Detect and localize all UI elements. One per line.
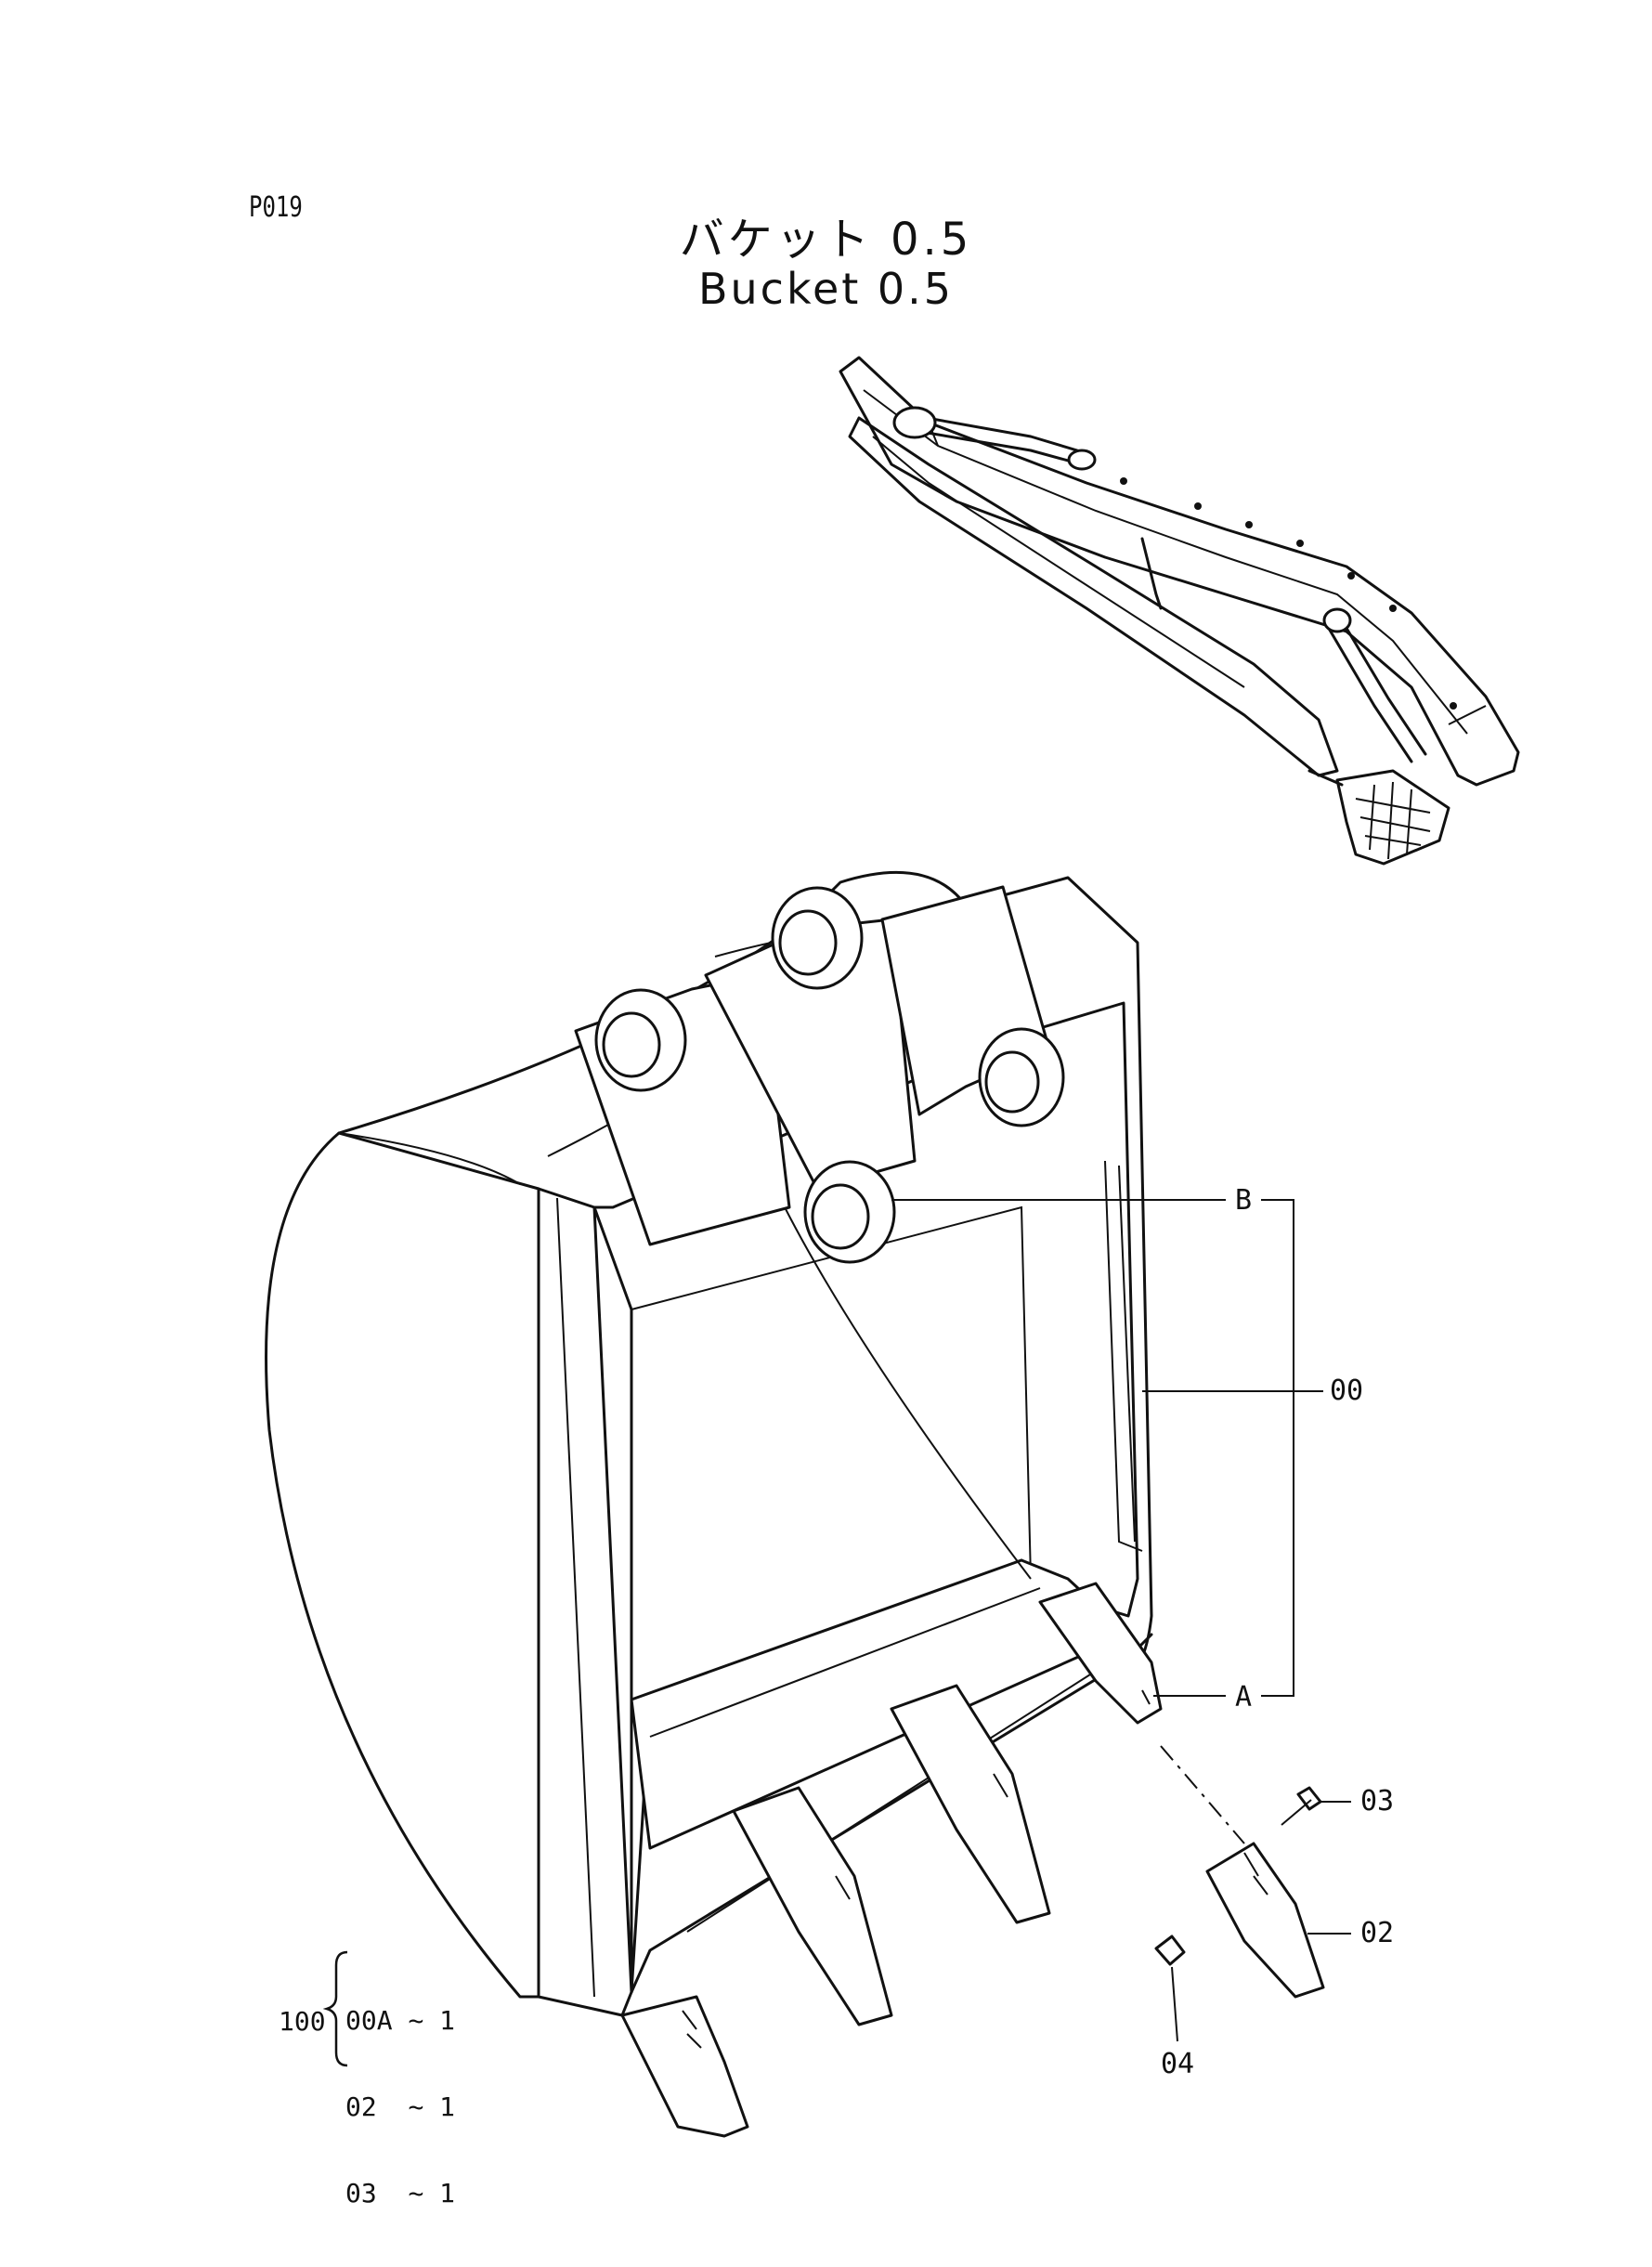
kit-row: 00A ~ 1 — [345, 2005, 456, 2036]
kit-list: 100 00A ~ 1 02 ~ 1 03 ~ 1 04 ~ 1 — [279, 1948, 455, 2267]
kit-number: 100 — [279, 2006, 326, 2037]
kit-row: 02 ~ 1 — [345, 2091, 456, 2122]
title-english: Bucket 0.5 — [697, 264, 955, 314]
page-code: P019 — [249, 191, 303, 224]
kit-brace — [323, 1950, 348, 2067]
callout-03: 03 — [1360, 1785, 1395, 1818]
callout-00: 00 — [1330, 1375, 1364, 1407]
callout-b: B — [1235, 1184, 1253, 1217]
kit-row: 03 ~ 1 — [345, 2178, 456, 2208]
leader-lines — [891, 1199, 1351, 2042]
bucket-main-illustration — [265, 870, 1163, 2138]
arm-overview-illustration — [839, 356, 1520, 866]
bucket-teeth — [620, 1582, 1163, 2138]
kit-row: 04 ~ 1 — [345, 2265, 455, 2267]
callout-a: A — [1235, 1681, 1253, 1713]
title-japanese: バケット 0.5 — [679, 214, 973, 266]
callout-02: 02 — [1360, 1917, 1395, 1949]
exploded-tooth-parts — [1154, 1745, 1325, 1999]
pin-bosses — [594, 886, 1065, 1264]
callout-04: 04 — [1161, 2048, 1195, 2080]
